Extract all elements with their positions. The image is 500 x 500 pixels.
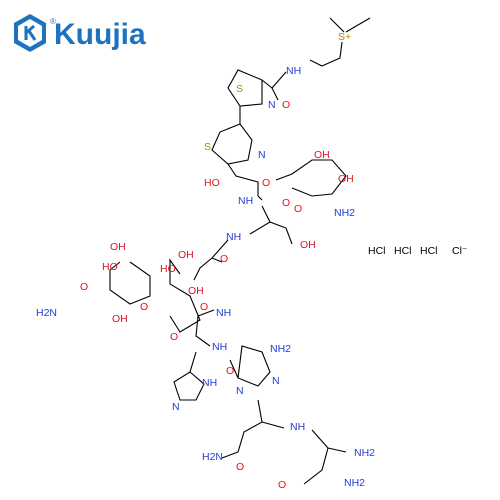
oh-label-5: OH — [188, 285, 204, 297]
ho-label-2: HO — [102, 261, 118, 273]
beta-aminoalanine: NH H2N O NH2 O NH2 — [202, 399, 375, 491]
pyrimidine-n2-label: N — [236, 385, 244, 397]
thiazole-n2-label: N — [258, 149, 266, 161]
carbamate-o-label: O — [80, 281, 88, 293]
pyrimidine-n1-label: N — [272, 375, 280, 387]
sulfonium-chain: S+ NH O — [261, 17, 371, 111]
imidazole-n-label: N — [172, 401, 180, 413]
o-label-4: O — [200, 301, 208, 313]
carbamate-nh2-label: H2N — [36, 307, 57, 319]
nh-label-2: NH — [238, 195, 253, 207]
oh-label-2: OH — [314, 149, 330, 161]
brand-name: Kuujia — [54, 18, 146, 51]
counterions: HCl HCl HCl Cl⁻ — [368, 245, 468, 257]
ether-o-label: O — [262, 177, 270, 189]
oh-label-4: OH — [300, 239, 316, 251]
hcl-3: HCl — [420, 245, 438, 257]
oh-label-3: OH — [338, 173, 354, 185]
amide-nh2-label-1: H2N — [202, 451, 223, 463]
hcl-2: HCl — [394, 245, 412, 257]
pyrimidine-nh2-label: NH2 — [270, 343, 291, 355]
logo-hexagon-icon — [14, 14, 46, 52]
thiazole-s2-label: S — [204, 141, 211, 153]
pyrimidine: O NH2 N N — [226, 343, 291, 397]
oh-label-7: OH — [178, 249, 194, 261]
nh2-label-3: NH2 — [354, 447, 375, 459]
thiazole-n1-label: N — [268, 99, 276, 111]
ring-o-label: O — [282, 197, 290, 209]
amide-o-label-3: O — [278, 479, 286, 491]
oh-label-1: HO — [204, 177, 220, 189]
imidazole-nh-label: NH — [202, 377, 217, 389]
amino-sugar: HO O OH OH NH2 O — [204, 149, 355, 219]
glycosidic-o-label: O — [140, 301, 148, 313]
disaccharide: OH HO HO OH O H2N OH O O — [36, 241, 201, 343]
oh-label-8: OH — [112, 313, 128, 325]
amide-o-label: O — [226, 365, 234, 377]
hcl-1: HCl — [368, 245, 386, 257]
amide-o-label-2: O — [236, 461, 244, 473]
nh-label-3: NH — [226, 231, 241, 243]
thiazole-s1-label: S — [236, 83, 243, 95]
o-label-3: O — [220, 253, 228, 265]
bithiazole: S N S N — [204, 69, 276, 165]
nh-label-6: NH — [290, 421, 305, 433]
nh-label-4: NH — [216, 307, 231, 319]
amide-nh-label: NH — [286, 65, 301, 77]
oh-label-6: OH — [110, 241, 126, 253]
kuujia-logo: Kuujia ® — [14, 14, 146, 52]
imidazole: NH N — [172, 351, 217, 413]
nh-label-5: NH — [212, 341, 227, 353]
chloride-ion: Cl⁻ — [452, 245, 468, 257]
carbonyl-o-label: O — [282, 99, 290, 111]
ho-label-3: HO — [160, 263, 176, 275]
glycosidic-o2-label: O — [170, 331, 178, 343]
nh2-label-sugar: NH2 — [334, 207, 355, 219]
amide-nh2-label-2: NH2 — [344, 477, 365, 489]
registered-mark: ® — [50, 17, 56, 26]
sulfonium-label: S+ — [338, 31, 351, 43]
peptide-backbone: NH O OH NH O OH NH O NH — [188, 195, 316, 353]
o-label-2: O — [294, 203, 302, 215]
